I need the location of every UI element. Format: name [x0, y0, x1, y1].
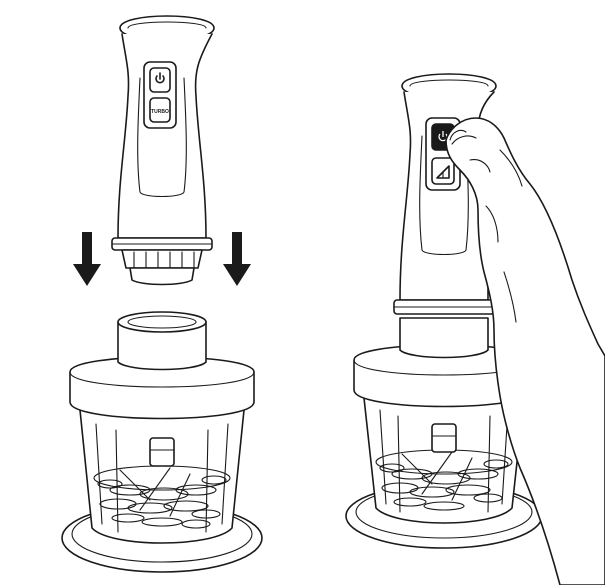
step-attach-motor-unit: TURBO	[61, 15, 263, 573]
arrow-down-icon-left	[73, 232, 101, 286]
power-icon	[155, 72, 165, 84]
chopper-bowl-right	[345, 317, 543, 549]
hand-pressing-button	[445, 117, 605, 585]
speed-ramp-icon	[436, 165, 450, 179]
food-pile-right	[375, 449, 513, 511]
turbo-label: TURBO	[151, 109, 169, 115]
motor-unit: TURBO	[111, 15, 215, 286]
step-press-power	[345, 73, 605, 585]
turbo-button	[149, 97, 171, 123]
arrow-down-icon-right	[223, 232, 251, 286]
chopper-bowl-left	[61, 311, 263, 573]
food-pile-left	[93, 465, 231, 529]
power-button	[149, 67, 171, 93]
